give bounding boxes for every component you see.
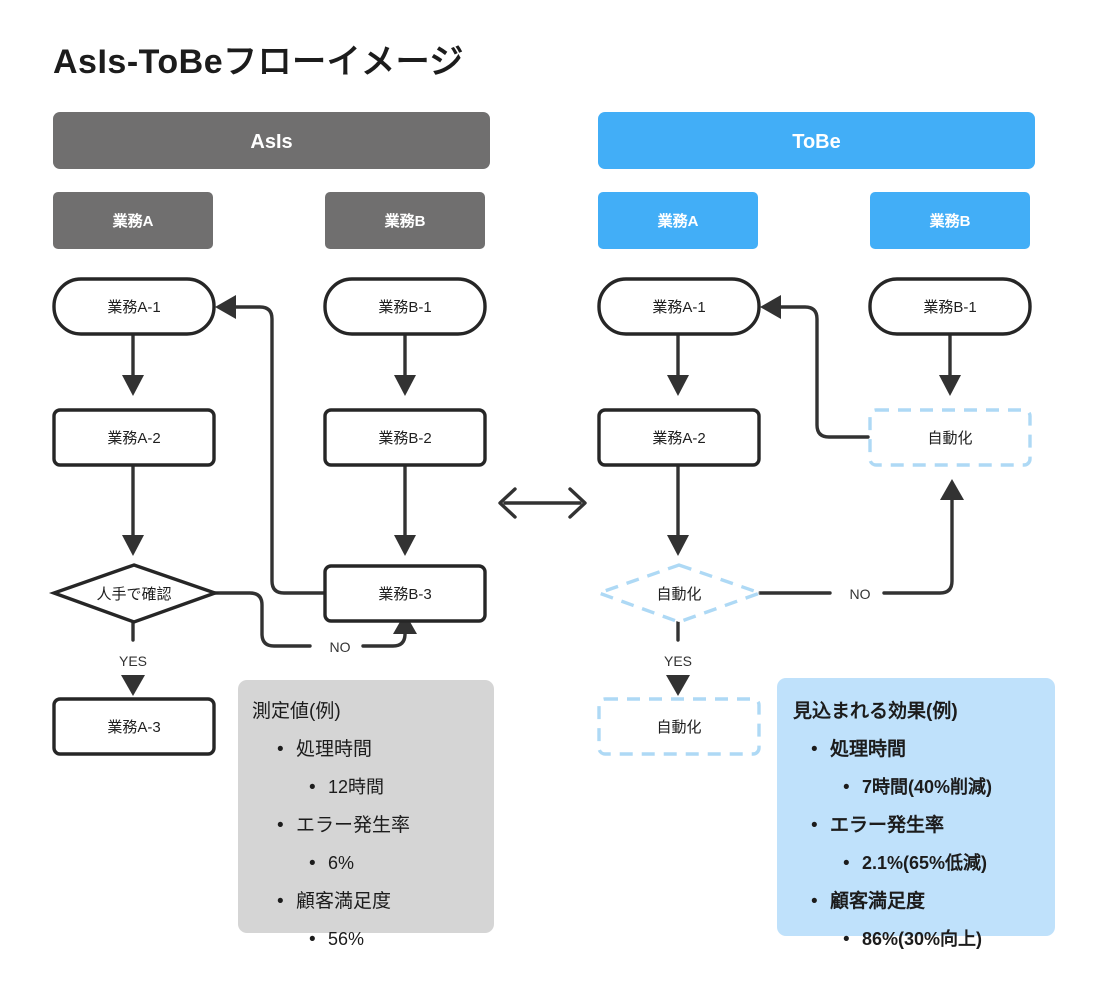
tobe-info-item-2-label: 顧客満足度: [830, 889, 926, 912]
asis-info-box: 測定値(例) • 処理時間 • 12時間 • エラー発生率 • 6% • 顧客満…: [238, 680, 494, 950]
asis-node-b2-label: 業務B-2: [378, 430, 431, 447]
tobe-edge-b1-b3: [939, 332, 961, 396]
bullet-icon: •: [277, 815, 284, 836]
tobe-header: ToBe: [598, 112, 1035, 169]
asis-info-item-1-label: エラー発生率: [296, 814, 410, 836]
tobe-node-b1-label: 業務B-1: [923, 299, 976, 316]
asis-edge-a1-a2: [122, 332, 144, 396]
bullet-icon: •: [843, 929, 850, 950]
tobe-lane-a-label: 業務A: [657, 212, 699, 230]
asis-info-item-2-label: 顧客満足度: [296, 890, 391, 912]
tobe-info-item-1-value: 2.1%(65%低減): [862, 852, 987, 873]
asis-lane-a-label: 業務A: [112, 212, 154, 230]
tobe-info-item-1-label: エラー発生率: [830, 813, 944, 836]
bullet-icon: •: [277, 891, 284, 912]
tobe-node-b3[interactable]: 自動化: [868, 408, 1032, 467]
asis-edge-a2-decision: [122, 464, 144, 556]
asis-info-item-0-label: 処理時間: [296, 738, 372, 760]
asis-node-a2[interactable]: 業務A-2: [52, 408, 216, 467]
asis-edge-b3-a1-feedback: [215, 295, 327, 595]
tobe-header-label: ToBe: [792, 131, 841, 153]
asis-info-item-0-value: 12時間: [328, 777, 384, 797]
asis-lane-a: 業務A: [53, 192, 213, 249]
tobe-edge-a2-decision: [667, 464, 689, 556]
bullet-icon: •: [277, 739, 284, 760]
asis-node-a3-label: 業務A-3: [107, 719, 160, 736]
asis-node-b1-label: 業務B-1: [378, 299, 431, 316]
bullet-icon: •: [843, 777, 850, 798]
tobe-node-a3-label: 自動化: [656, 719, 701, 736]
tobe-info-item-2-value: 86%(30%向上): [862, 928, 982, 949]
tobe-node-b1[interactable]: 業務B-1: [868, 277, 1032, 336]
asis-info-title: 測定値(例): [252, 700, 341, 722]
tobe-info-item-0-value: 7時間(40%削減): [862, 776, 992, 797]
asis-info-item-1-value: 6%: [328, 853, 354, 873]
asis-header-label: AsIs: [250, 131, 292, 153]
tobe-yes-label: YES: [664, 653, 692, 669]
tobe-edge-a1-a2: [667, 332, 689, 396]
bullet-icon: •: [309, 853, 316, 874]
tobe-node-decision-label: 自動化: [656, 586, 701, 603]
tobe-node-a2[interactable]: 業務A-2: [597, 408, 761, 467]
tobe-node-a1[interactable]: 業務A-1: [597, 277, 761, 336]
asis-node-b1[interactable]: 業務B-1: [323, 277, 487, 336]
tobe-node-b3-label: 自動化: [927, 430, 972, 447]
asis-lane-b: 業務B: [325, 192, 485, 249]
tobe-node-decision[interactable]: 自動化: [593, 563, 766, 624]
tobe-node-a1-label: 業務A-1: [652, 299, 705, 316]
asis-info-item-2-value: 56%: [328, 929, 364, 949]
tobe-node-a3[interactable]: 自動化: [597, 697, 761, 756]
tobe-info-box: 見込まれる効果(例) • 処理時間 • 7時間(40%削減) • エラー発生率 …: [777, 678, 1055, 950]
asis-node-a3[interactable]: 業務A-3: [52, 697, 216, 756]
tobe-info-item-0-label: 処理時間: [830, 737, 906, 760]
tobe-node-a2-label: 業務A-2: [652, 430, 705, 447]
compare-arrow-icon: [498, 487, 587, 519]
tobe-no-label: NO: [850, 586, 871, 602]
asis-node-a1[interactable]: 業務A-1: [52, 277, 216, 336]
asis-edge-decision-a3: YES: [119, 620, 147, 696]
bullet-icon: •: [843, 853, 850, 874]
asis-node-a1-label: 業務A-1: [107, 299, 160, 316]
asis-edge-b2-b3: [394, 464, 416, 556]
tobe-lane-b-label: 業務B: [929, 212, 971, 230]
asis-node-a2-label: 業務A-2: [107, 430, 160, 447]
tobe-edge-decision-no: NO: [758, 479, 964, 602]
asis-yes-label: YES: [119, 653, 147, 669]
asis-lane-b-label: 業務B: [384, 212, 426, 230]
bullet-icon: •: [811, 891, 818, 912]
bullet-icon: •: [811, 739, 818, 760]
tobe-info-title: 見込まれる効果(例): [793, 699, 958, 722]
bullet-icon: •: [309, 777, 316, 798]
asis-node-decision[interactable]: 人手で確認: [48, 563, 221, 624]
asis-node-b3[interactable]: 業務B-3: [323, 564, 487, 623]
tobe-lane-b: 業務B: [870, 192, 1030, 249]
page-title: AsIs-ToBeフローイメージ: [53, 43, 464, 81]
asis-no-label: NO: [330, 639, 351, 655]
bullet-icon: •: [309, 929, 316, 950]
asis-header: AsIs: [53, 112, 490, 169]
asis-edge-b1-b2: [394, 332, 416, 396]
asis-node-b3-label: 業務B-3: [378, 586, 431, 603]
tobe-edge-b3-a1-feedback: [760, 295, 870, 439]
asis-edge-decision-no: NO: [213, 591, 417, 655]
asis-node-decision-label: 人手で確認: [96, 586, 171, 603]
asis-node-b2[interactable]: 業務B-2: [323, 408, 487, 467]
tobe-edge-decision-a3: YES: [664, 620, 692, 696]
bullet-icon: •: [811, 815, 818, 836]
tobe-lane-a: 業務A: [598, 192, 758, 249]
